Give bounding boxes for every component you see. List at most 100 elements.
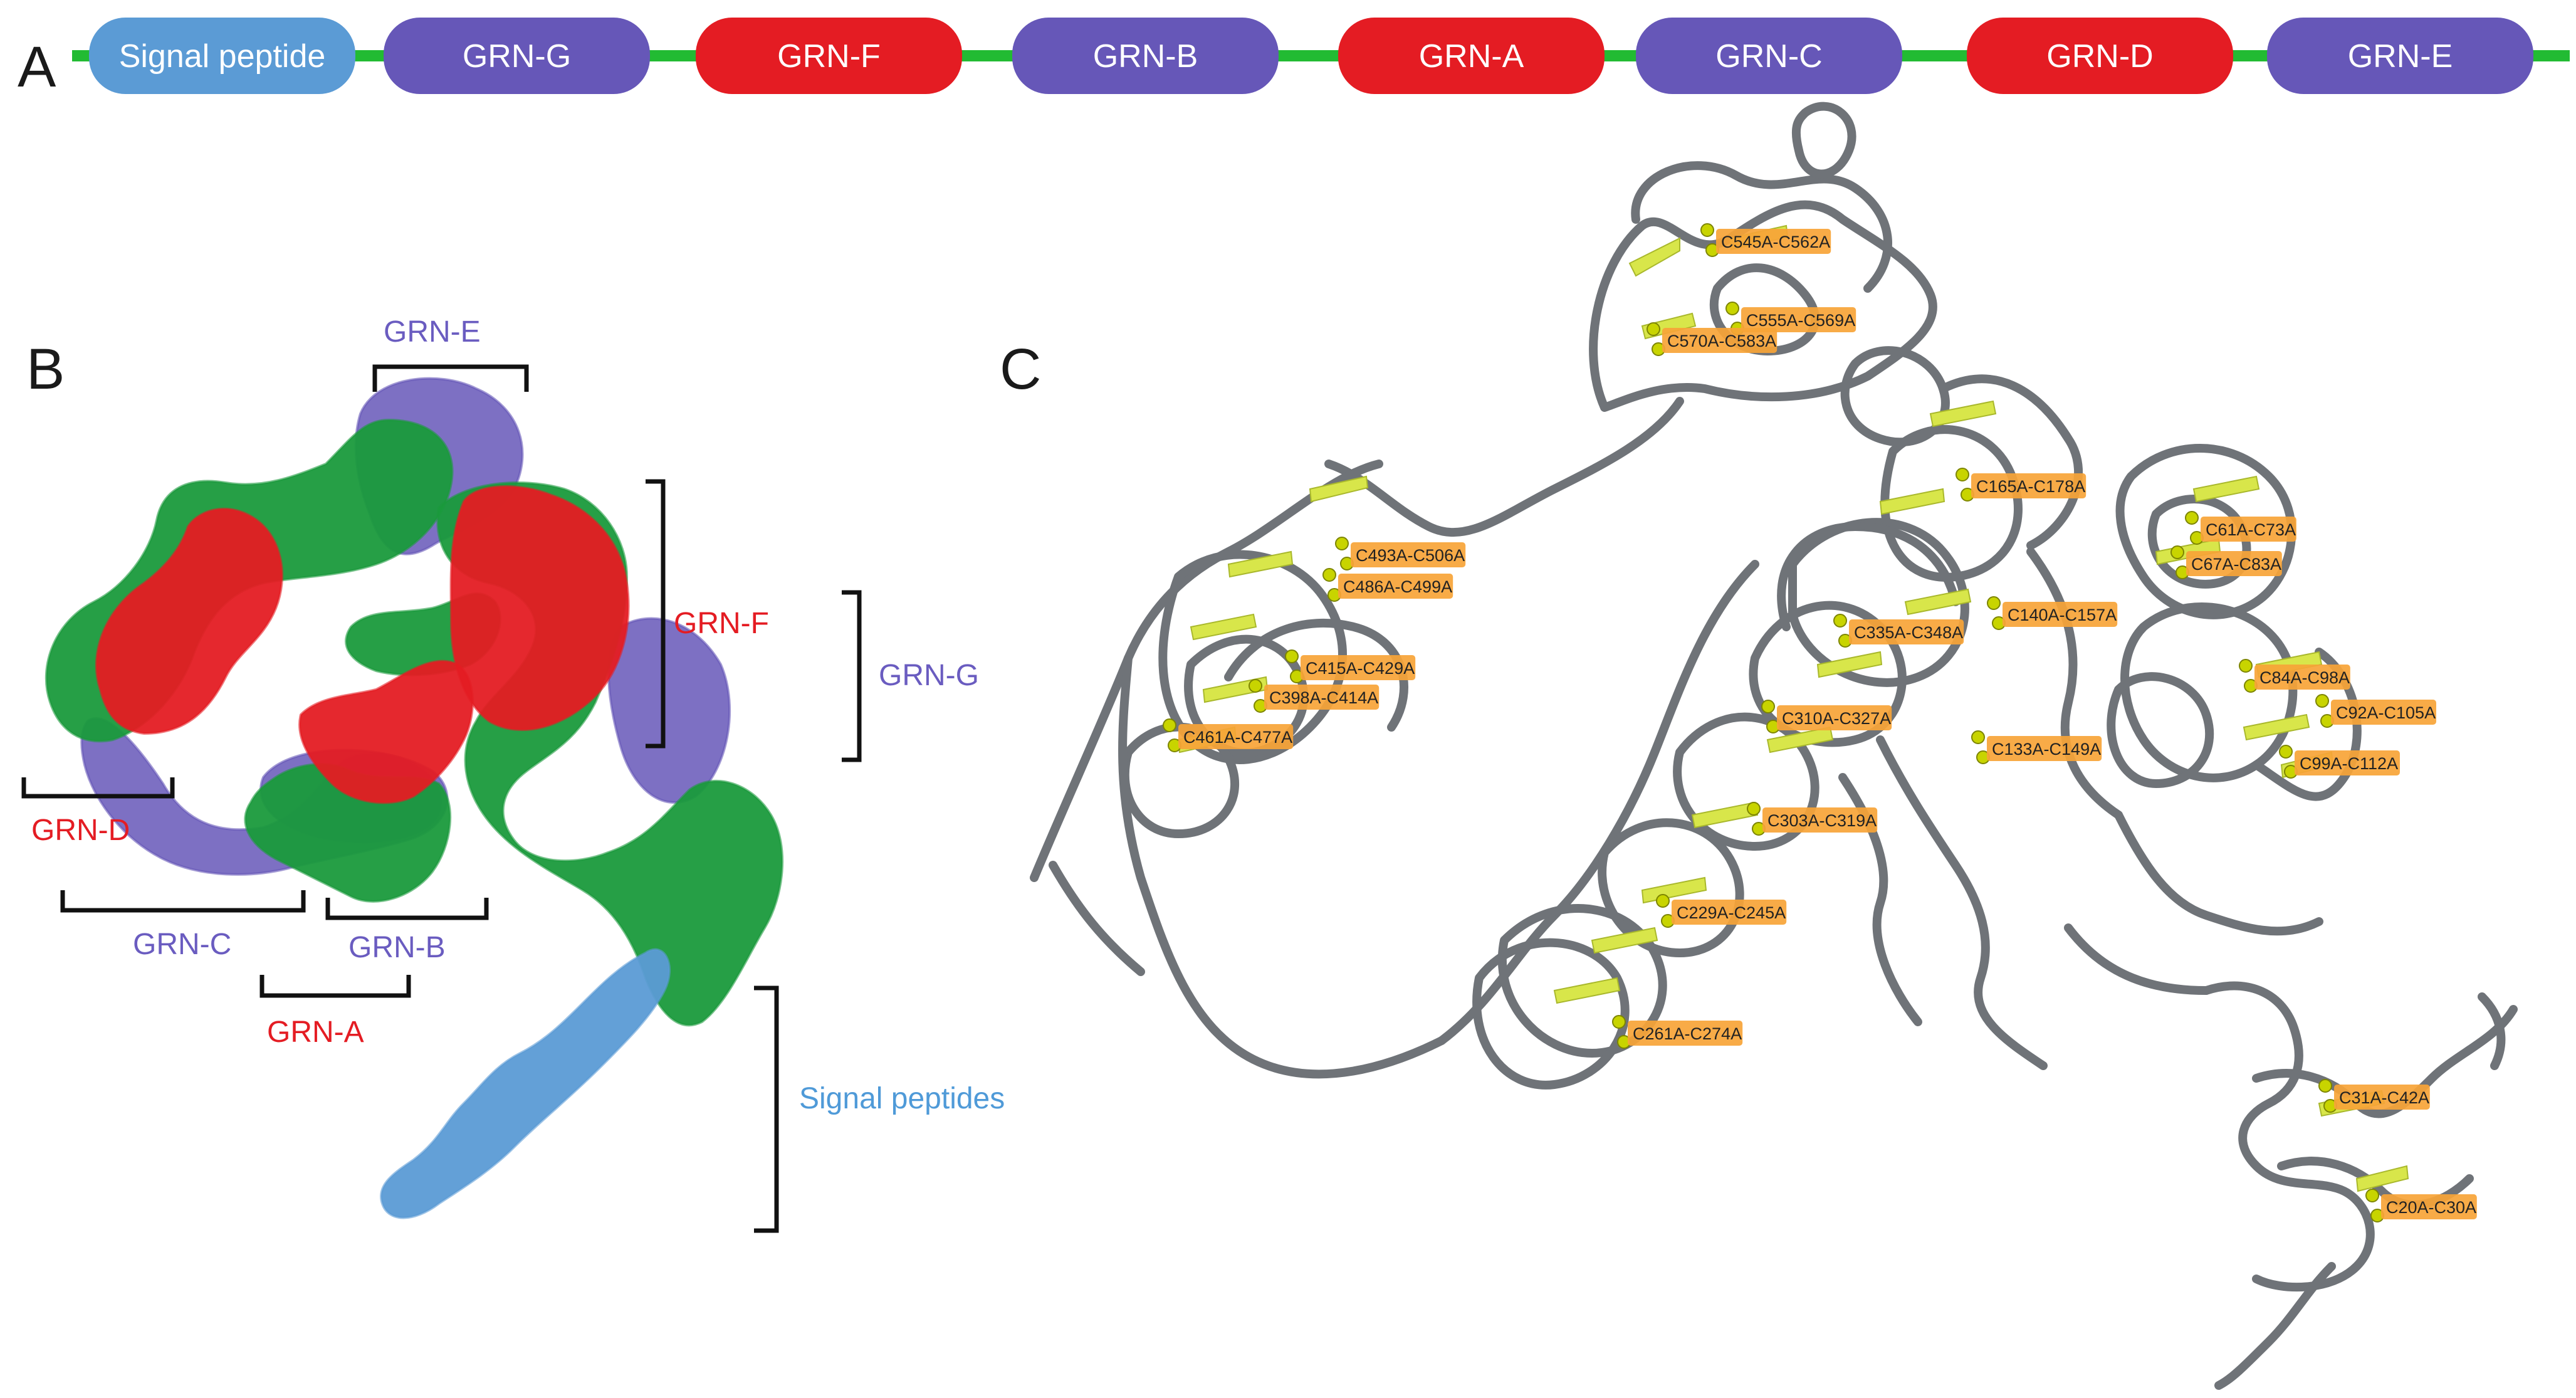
sulfur-atom: [1656, 894, 1670, 908]
bond-label-bg: [1716, 229, 1831, 254]
ribbon-strand: [2114, 811, 2323, 936]
domain-pill: [1338, 18, 1605, 94]
beta-sheet: [1227, 550, 1294, 578]
ribbon-strand: [1880, 425, 2023, 582]
bond-label: C303A-C319A: [1762, 807, 1878, 833]
surface-grn-d: [95, 507, 283, 735]
ribbon-strand: [1472, 938, 1630, 1090]
beta-sheet: [1628, 237, 1680, 277]
ribbon-strand: [1631, 161, 1892, 293]
bond-label-text: C570A-C583A: [1667, 332, 1776, 350]
bond-label-text: C486A-C499A: [1343, 577, 1452, 596]
sulfur-atom: [1987, 596, 2001, 610]
bond-label-text: C92A-C105A: [2336, 703, 2436, 722]
label-grn-a: GRN-A: [267, 1016, 364, 1049]
ribbon-strand: [1324, 397, 1684, 537]
bond-label-text: C140A-C157A: [2008, 606, 2117, 624]
bond-label: C31A-C42A: [2334, 1085, 2430, 1110]
domain-grn-a: GRN-A: [1338, 18, 1605, 94]
sulfur-atom: [2279, 745, 2293, 759]
ribbon-strand: [1791, 102, 1856, 179]
sulfur-atom: [1833, 614, 1847, 628]
bond-label: C545A-C562A: [1716, 229, 1831, 254]
domain-pill: [1012, 18, 1279, 94]
sulfur-atom: [1971, 730, 1985, 744]
sulfur-atom: [1761, 700, 1775, 713]
bracket-grn-g: [842, 590, 862, 762]
ribbon-strand: [1030, 460, 1383, 882]
beta-sheet: [2192, 475, 2260, 503]
bond-label: C486A-C499A: [1338, 574, 1453, 599]
beta-sheet: [1816, 651, 1883, 678]
panel-b-brackets: [21, 364, 862, 1233]
surface-grn-f: [449, 485, 630, 732]
domain-pill: [2267, 18, 2533, 94]
bond-label-text: C398A-C414A: [1269, 688, 1378, 707]
bond-label-bg: [2254, 665, 2350, 690]
domain-label: Signal peptide: [119, 38, 326, 75]
surface-grn-a: [298, 660, 474, 804]
bond-label: C61A-C73A: [2201, 517, 2296, 542]
bond-label: C229A-C245A: [1672, 900, 1787, 925]
bond-label-text: C545A-C562A: [1721, 233, 1830, 251]
ribbon-strand: [2214, 1262, 2336, 1390]
sulfur-atom: [1249, 679, 1262, 693]
bond-label-bg: [2003, 602, 2118, 627]
bond-label-bg: [1849, 619, 1964, 644]
label-grn-b: GRN-B: [348, 931, 446, 964]
bond-label: C20A-C30A: [2381, 1194, 2477, 1219]
bond-label-bg: [1762, 807, 1878, 833]
domain-grn-b: GRN-B: [1012, 18, 1279, 94]
bond-label-text: C84A-C98A: [2259, 668, 2350, 687]
ribbon-strand: [1840, 346, 1950, 447]
beta-sheet: [1691, 801, 1759, 829]
domain-grn-d: GRN-D: [1967, 18, 2233, 94]
ribbon-strand: [1497, 904, 1667, 1058]
domain-pill: [1636, 18, 1902, 94]
sulfur-atom: [1612, 1015, 1626, 1029]
bond-label-text: C31A-C42A: [2339, 1088, 2429, 1107]
beta-sheet: [2355, 1165, 2409, 1192]
bond-label-bg: [2331, 700, 2436, 725]
ribbon-strand: [1049, 861, 1145, 976]
sulfur-atom: [1285, 649, 1299, 663]
bond-label-bg: [1264, 685, 1380, 710]
red-surface-regions: [95, 485, 630, 804]
sulfur-atom: [2185, 511, 2199, 525]
bond-label-bg: [1777, 705, 1892, 730]
bond-label: C570A-C583A: [1662, 328, 1778, 353]
panel-b-labels: GRN-E GRN-F GRN-G GRN-D GRN-C GRN-B GRN-…: [31, 315, 1005, 1115]
disulfide-bond-labels: C545A-C562AC555A-C569AC570A-C583AC493A-C…: [1178, 229, 2477, 1219]
bond-label-text: C20A-C30A: [2386, 1198, 2476, 1217]
beta-sheet: [2243, 713, 2310, 741]
label-grn-d: GRN-D: [31, 814, 130, 847]
bond-label: C67A-C83A: [2186, 551, 2282, 576]
sulfur-atom: [2315, 694, 2329, 708]
ribbon-strand: [1118, 654, 1446, 1079]
ribbon-strand: [2202, 981, 2375, 1292]
bond-label-text: C61A-C73A: [2206, 520, 2296, 539]
beta-sheet: [1879, 488, 1945, 515]
bond-label-text: C165A-C178A: [1976, 477, 2085, 496]
ribbon-strand: [1939, 374, 2083, 550]
sulfur-atom: [2318, 1079, 2332, 1093]
bond-label-bg: [2295, 750, 2400, 775]
bond-label-text: C415A-C429A: [1306, 659, 1415, 678]
bond-label-bg: [1628, 1021, 1743, 1046]
bond-label-bg: [2186, 551, 2282, 576]
bond-label-bg: [1178, 724, 1294, 749]
ribbon-strand: [1777, 522, 1960, 631]
bond-label: C84A-C98A: [2254, 665, 2350, 690]
bond-label-bg: [1351, 542, 1466, 567]
bracket-grn-e: [372, 364, 529, 392]
bond-label-bg: [1987, 736, 2102, 761]
bracket-grn-d: [21, 777, 175, 799]
ribbon-strand: [1876, 735, 2048, 1070]
bond-label: C398A-C414A: [1264, 685, 1380, 710]
panel-letter-a: A: [18, 35, 56, 99]
domain-grn-e: GRN-E: [2267, 18, 2533, 94]
bond-label: C133A-C149A: [1987, 736, 2102, 761]
bond-label-text: C461A-C477A: [1183, 728, 1292, 747]
bond-label-bg: [1672, 900, 1787, 925]
